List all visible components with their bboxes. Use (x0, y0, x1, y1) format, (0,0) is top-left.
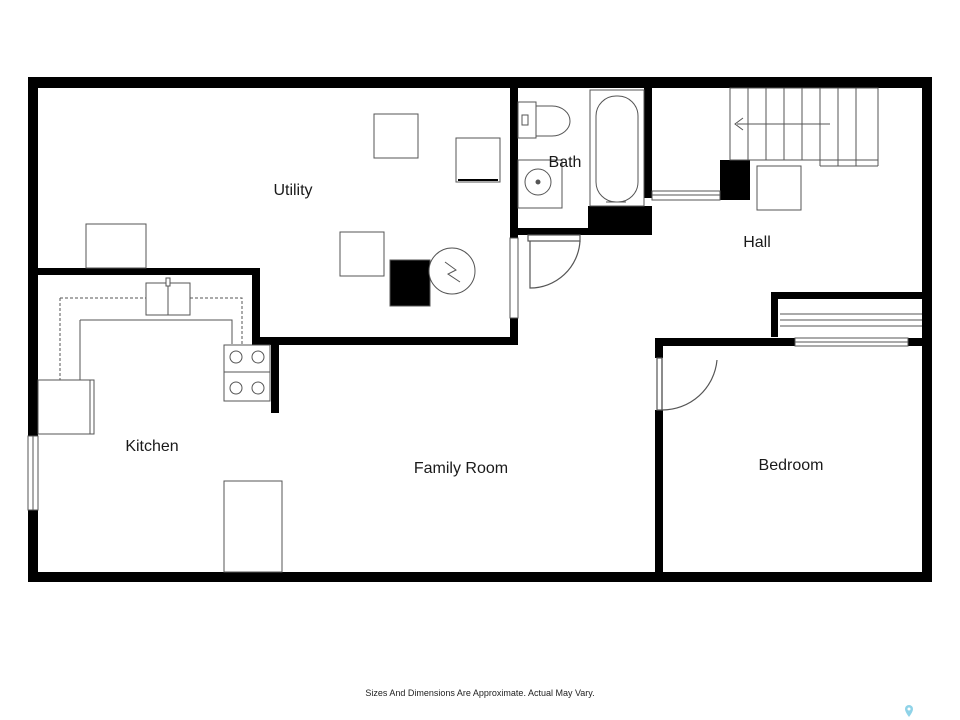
room-label-family-room: Family Room (414, 460, 508, 477)
stairs (729, 87, 879, 211)
kitchen-fixtures (37, 277, 283, 573)
hall-closet-doors (780, 313, 922, 327)
room-label-bedroom: Bedroom (759, 457, 824, 474)
room-label-hall: Hall (743, 234, 771, 251)
interior-walls (38, 88, 922, 575)
disclaimer-text: Sizes And Dimensions Are Approximate. Ac… (365, 688, 595, 698)
room-label-bath: Bath (549, 154, 582, 171)
windows (27, 190, 909, 511)
location-pin-icon (905, 705, 913, 717)
exterior-walls (28, 77, 932, 582)
bath-door (527, 234, 581, 289)
room-label-utility: Utility (273, 182, 312, 199)
bath-fixtures (517, 89, 645, 209)
room-label-kitchen: Kitchen (125, 438, 178, 455)
bedroom-door (656, 357, 718, 411)
utility-fixtures (85, 113, 501, 307)
doors (527, 234, 718, 411)
